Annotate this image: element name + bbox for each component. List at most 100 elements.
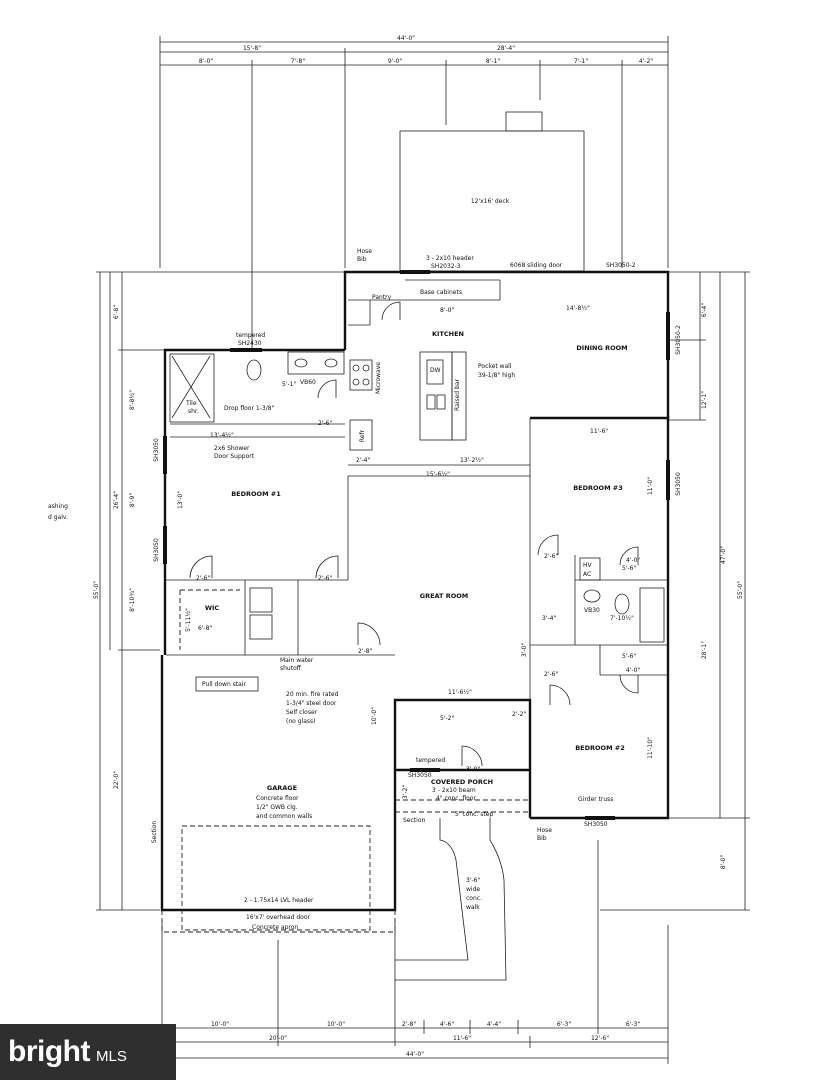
note-hvac: HV (583, 562, 593, 569)
top-dimensions: 44'-0" 15'-8" 28'-4" 8'-0" 7'-8" 9'-0" 8… (159, 35, 669, 350)
deck: 12'x16' deck (399, 111, 585, 272)
dim-bottom: 6'-3" (626, 1021, 640, 1028)
dim-bedroom2: 11'-10" (647, 737, 654, 759)
interior-walls (166, 279, 668, 700)
dim-bath-width: 13'-4½" (210, 432, 234, 439)
dim-bedroom3: 11'-6" (590, 428, 608, 435)
note-section: Section (151, 821, 158, 843)
room-garage: GARAGE (267, 784, 297, 792)
note-window: SH2430 (238, 340, 262, 347)
dim-great-room: 11'-6½" (448, 689, 472, 696)
note-hose-bib: Bib (537, 835, 547, 842)
annotations: Hose Bib 3 - 2x10 header SH2032-3 6068 s… (151, 248, 682, 931)
note-window: SH3050-2 (606, 262, 636, 269)
note-water-shutoff: Main water (280, 657, 314, 664)
room-porch: COVERED PORCH (431, 778, 493, 786)
dim-top-seg: 7'-8" (291, 58, 305, 65)
note-pocket-wall: 39-1/8" high (478, 372, 515, 379)
note-fire-door: 20 min. fire rated (286, 691, 339, 698)
note-fire-door: Self closer (286, 709, 318, 716)
dim-bottom: 4'-6" (440, 1021, 454, 1028)
dim-porch: 10'-0" (371, 707, 378, 725)
dim-door: 3'-0" (466, 766, 480, 773)
room-bedroom1: BEDROOM #1 (231, 490, 281, 498)
note-apron: Concrete apron (252, 924, 298, 931)
note-walk: wide (466, 886, 480, 893)
note-shower-support: 2x6 Shower (214, 445, 250, 452)
dim-door: 2'-8" (358, 648, 372, 655)
dim-right-overall: 55'-0" (737, 581, 744, 599)
note-slider: 6068 sliding door (510, 262, 563, 269)
dim-left: 8'-9" (129, 493, 136, 507)
dim-top-seg: 7'-1" (574, 58, 588, 65)
dim-overall-top: 44'-0" (397, 35, 415, 42)
exterior-walls (160, 270, 670, 912)
note-window: SH3050 (584, 821, 608, 828)
dim-right: 8'-0" (720, 855, 727, 869)
dim-top-seg: 4'-2" (639, 58, 653, 65)
dim-wic: 6'-8" (198, 625, 212, 632)
windows (163, 270, 670, 820)
dim-hall: 3'-4" (542, 615, 556, 622)
note-header: 3 - 2x10 header (426, 255, 474, 262)
note-tempered: tempered (416, 757, 445, 764)
dim-bottom-overall: 44'-0" (406, 1051, 424, 1058)
note-lvl-header: 2 - 1.75x14 LVL header (244, 897, 314, 904)
note-tempered: tempered (236, 332, 265, 339)
room-wic: WIC (205, 604, 220, 612)
dim-kitchen: 14'-8½" (566, 305, 590, 312)
dim-bottom: 10'-0" (327, 1021, 345, 1028)
left-dimensions: 6'-8" 8'-8½" 26'-4" 8'-9" 8'-10¾" 55'-0"… (48, 271, 345, 911)
dim-left: 6'-8" (113, 305, 120, 319)
dim-right: 6'-4" (701, 303, 708, 317)
dim-bottom: 20'-0" (269, 1035, 287, 1042)
dim-left-overall: 55'-0" (93, 581, 100, 599)
dim-left: 8'-10¾" (129, 588, 136, 612)
dim-top-right: 28'-4" (497, 45, 515, 52)
mls-watermark: bright MLS (0, 1024, 176, 1080)
dim-right: 12'-1" (701, 391, 708, 409)
note-water-shutoff: shutoff (280, 665, 302, 672)
dim-door: 2'-6" (544, 671, 558, 678)
note-porch-floor: 4" conc. floor (436, 795, 476, 802)
dim-bath2: 7'-10½" (610, 615, 634, 622)
room-pantry: Pantry (372, 294, 392, 301)
doors (189, 301, 639, 767)
dim-right: 28'-1" (701, 641, 708, 659)
dim-bottom: 2'-8" (402, 1021, 416, 1028)
note-raised-bar: Raised bar (454, 379, 461, 411)
note-window: SH3050 (408, 772, 432, 779)
dim-kitchen: 2'-4" (356, 457, 370, 464)
dim-kitchen: 15'-6½" (426, 471, 450, 478)
dim-right: 47'-0" (720, 546, 727, 564)
note-fire-door: 1-3/4" steel door (286, 700, 337, 707)
dim-left: 8'-8½" (129, 390, 136, 410)
room-names: KITCHEN DINING ROOM BEDROOM #1 BEDROOM #… (205, 294, 628, 792)
note-shower-support: Door Support (214, 453, 255, 460)
room-dining: DINING ROOM (576, 344, 627, 352)
dim-porch: 5'-2" (440, 715, 454, 722)
room-great: GREAT ROOM (420, 592, 469, 600)
note-window: SH2032-3 (431, 263, 461, 270)
dim-closet: 5'-6" (622, 653, 636, 660)
dim-closet: 2'-2" (512, 711, 526, 718)
room-bedroom2: BEDROOM #2 (575, 744, 625, 752)
dim-door: 4'-0" (626, 667, 640, 674)
note-window: SH3050 (153, 438, 160, 462)
dim-left: 26'-4" (113, 491, 120, 509)
dim-porch: 3'-2" (402, 785, 409, 799)
note-section: Section (403, 817, 425, 824)
dim-bottom: 4'-4" (487, 1021, 501, 1028)
dim-top-left: 15'-8" (243, 45, 261, 52)
dim-top-seg: 8'-0" (199, 58, 213, 65)
note-pull-stair: Pull down stair (202, 681, 246, 688)
room-bedroom3: BEDROOM #3 (573, 484, 623, 492)
note-porch-beam: 3 - 2x10 beam (432, 787, 476, 794)
note-girder: Girder truss (578, 796, 613, 803)
dim-door: 2'-6" (544, 553, 558, 560)
watermark-suffix: MLS (95, 1047, 127, 1065)
right-dimensions: 6'-4" 12'-1" 47'-0" 55'-0" 28'-1" 8'-0" (600, 271, 750, 911)
note-microwave: Microwave (375, 362, 382, 394)
dim-left-garage: 22'-0" (113, 771, 120, 789)
note-dishwasher: DW (430, 367, 441, 374)
